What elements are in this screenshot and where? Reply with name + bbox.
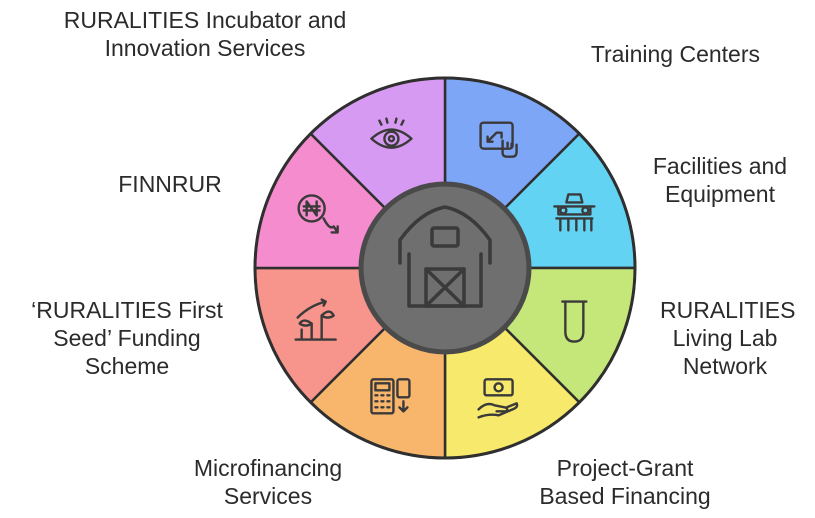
- center-hub: [358, 181, 532, 355]
- label-finnrur: FINNRUR: [95, 170, 245, 198]
- label-line: Scheme: [84, 353, 170, 379]
- test-tube-icon: [561, 300, 588, 343]
- eye-vision-icon: [370, 117, 413, 149]
- label-line: Microfinancing: [193, 455, 343, 481]
- label-line: ‘RURALITIES First: [31, 297, 223, 323]
- money-hand-icon: [477, 378, 519, 419]
- label-ruralities-living-lab-network: RURALITIES Living Lab Network: [660, 296, 796, 380]
- touchscreen-icon: [479, 121, 518, 158]
- label-ruralities-incubator-and-innovation-services: RURALITIES Incubator and Innovation Serv…: [30, 6, 380, 62]
- label-line: Training Centers: [590, 41, 760, 67]
- calculator-card-icon: [370, 378, 411, 415]
- growing-plant-icon: [294, 298, 337, 341]
- tractor-icon: [553, 193, 596, 232]
- label-line: Facilities and: [652, 153, 788, 179]
- label-line: Network: [682, 353, 768, 379]
- label-facilities-and-equipment: Facilities and Equipment: [640, 152, 800, 208]
- label-microfinancing-services: Microfinancing Services: [168, 454, 368, 510]
- label-training-centers: Training Centers: [520, 40, 760, 68]
- label-line: Project-Grant: [556, 455, 694, 481]
- label-line: Based Financing: [539, 483, 711, 509]
- label-line: Equipment: [665, 181, 775, 207]
- label-line: Innovation Services: [104, 35, 306, 61]
- label-ruralities-first-seed-funding-scheme: ‘RURALITIES First Seed’ Funding Scheme: [12, 296, 242, 380]
- label-line: Seed’ Funding: [53, 325, 201, 351]
- label-line: Living Lab: [672, 325, 778, 351]
- label-line: RURALITIES: [660, 297, 796, 323]
- naira-trend-icon: [297, 194, 339, 234]
- label-line: FINNRUR: [118, 171, 222, 197]
- label-line: RURALITIES Incubator and: [63, 7, 347, 33]
- wheel-rim: [253, 76, 637, 460]
- label-line: Services: [223, 483, 313, 509]
- barn-icon: [398, 205, 492, 308]
- label-project-grant-based-financing: Project-Grant Based Financing: [520, 454, 730, 510]
